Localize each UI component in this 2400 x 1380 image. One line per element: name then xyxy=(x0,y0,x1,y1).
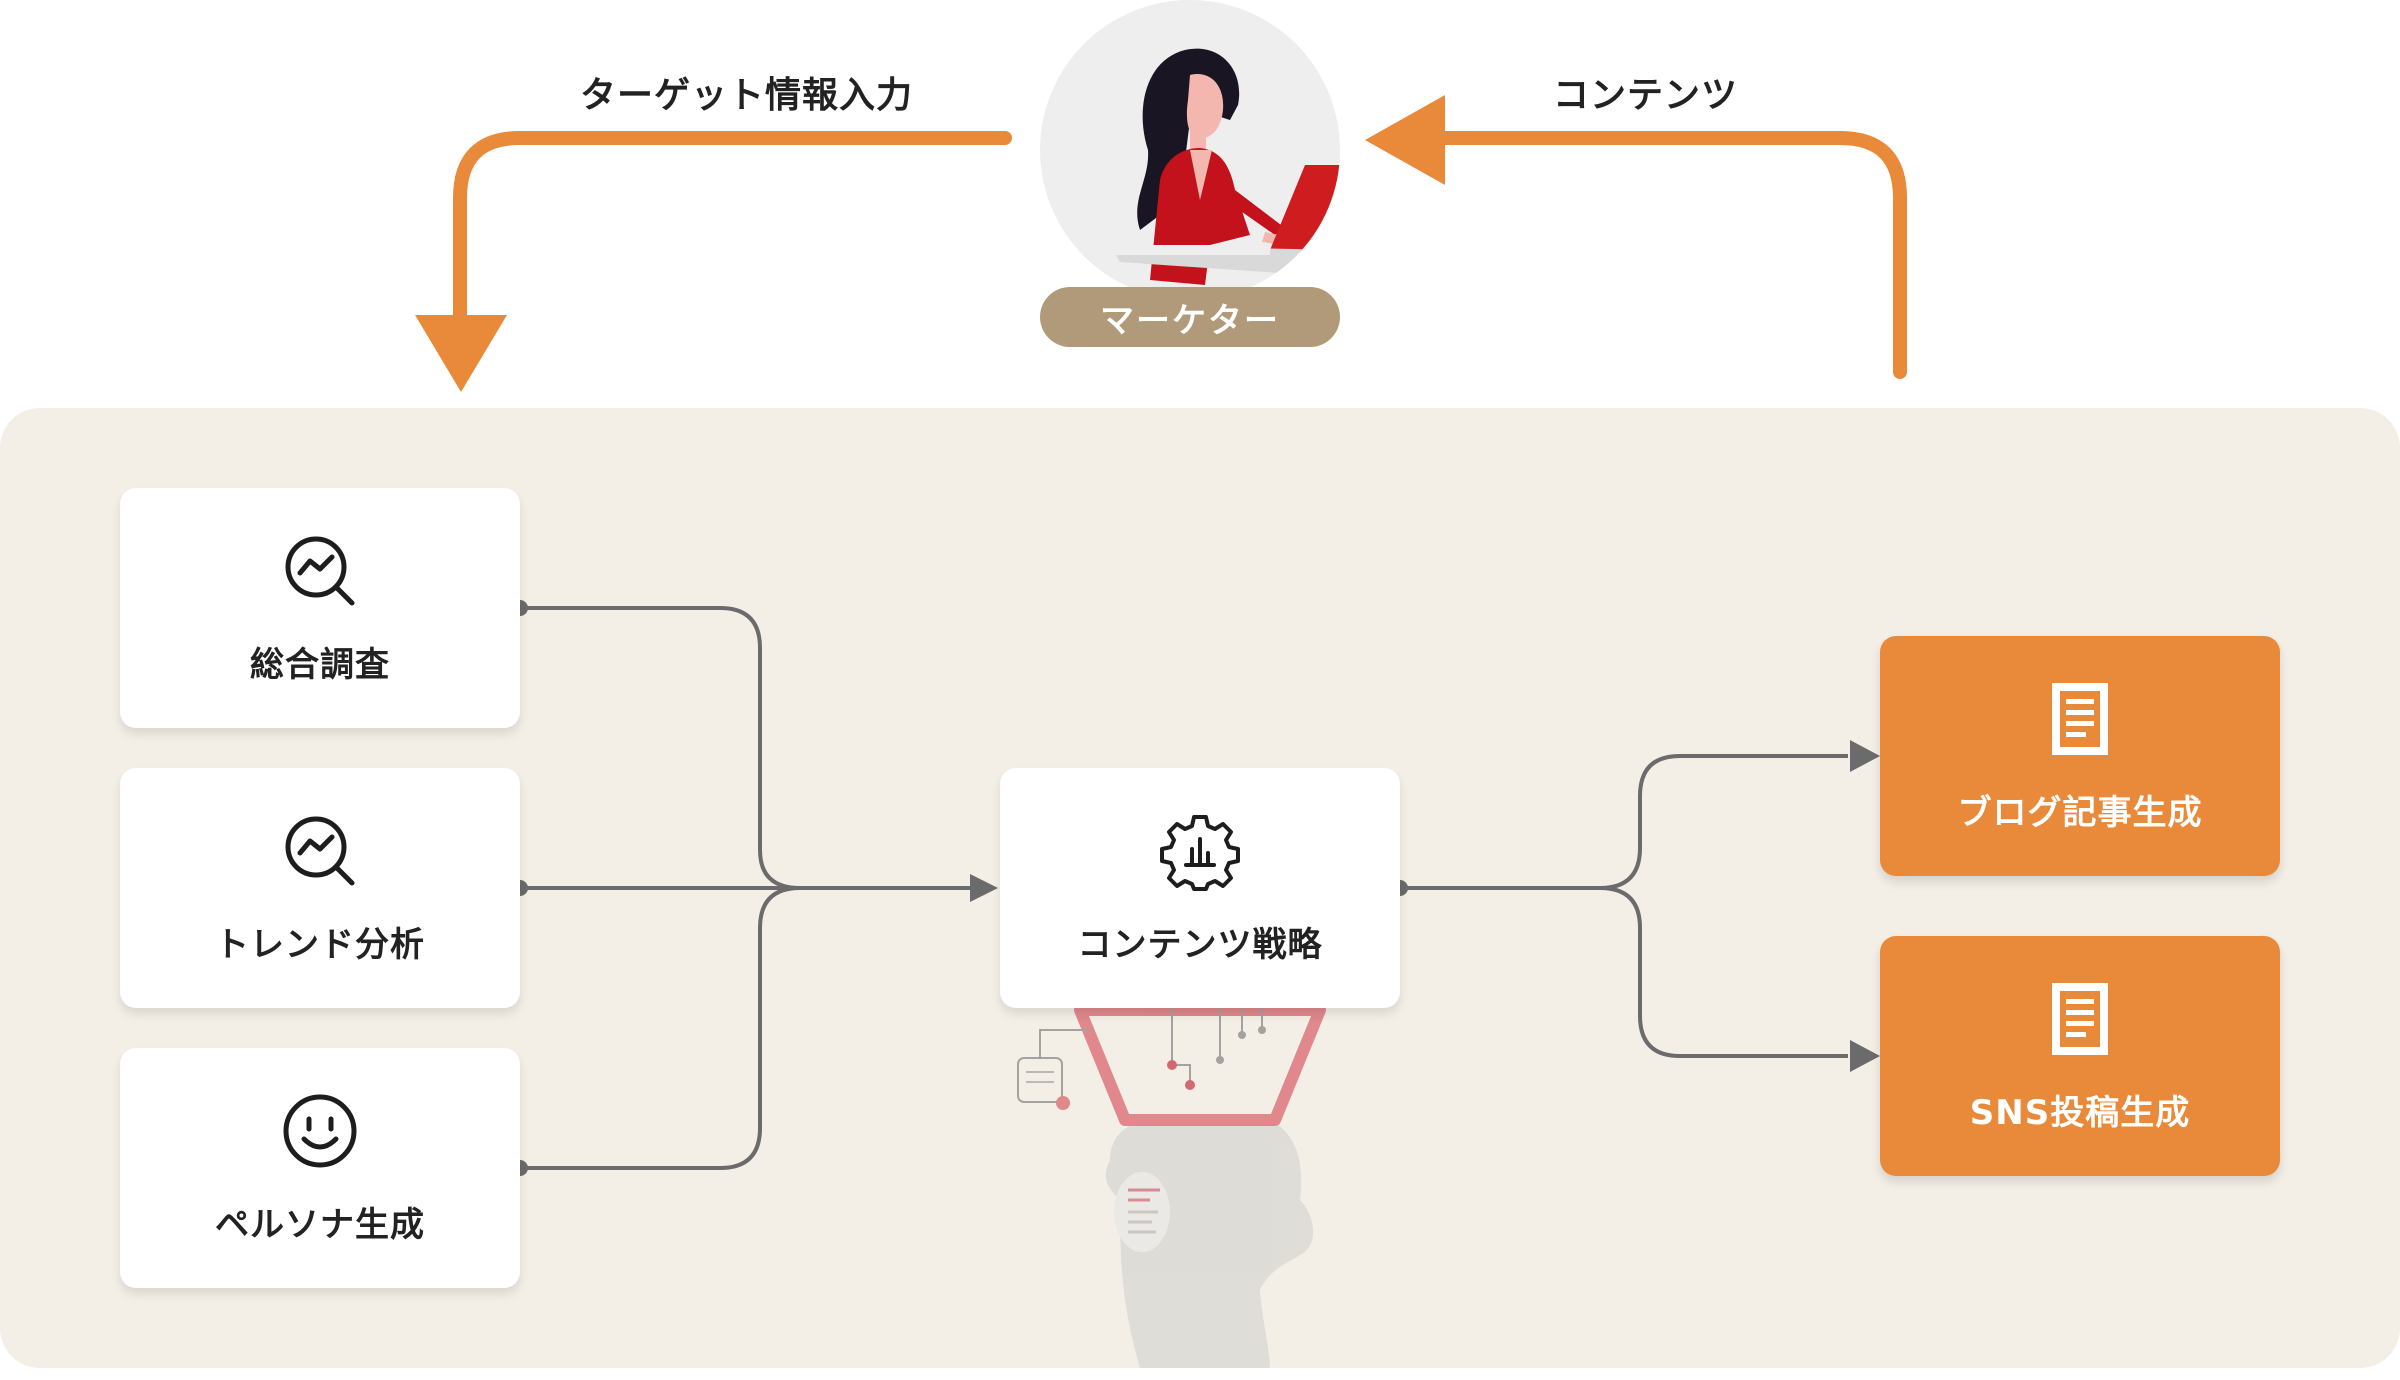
card-content-strategy[interactable]: コンテンツ戦略 xyxy=(1000,768,1400,1008)
connector-survey xyxy=(520,606,801,890)
document-icon xyxy=(2052,682,2108,755)
trend-search-icon xyxy=(285,536,355,605)
role-badge: マーケター xyxy=(1040,287,1340,347)
trend-search-icon xyxy=(285,816,355,885)
marketer-illustration xyxy=(1110,48,1340,285)
brain-head-illustration xyxy=(1017,1004,1326,1368)
output-flow-arrowhead xyxy=(1365,95,1445,185)
smiley-icon xyxy=(283,1094,357,1167)
strategy-arrowhead xyxy=(970,874,998,902)
card-label: ペルソナ生成 xyxy=(215,1204,425,1245)
card-general-research[interactable]: 総合調査 xyxy=(120,488,520,728)
connector-persona xyxy=(520,886,801,1170)
output-flow-label: コンテンツ xyxy=(1553,75,1739,116)
card-trend-analysis[interactable]: トレンド分析 xyxy=(120,768,520,1008)
input-flow-arrowhead xyxy=(415,315,507,392)
input-flow-label: ターゲット情報入力 xyxy=(580,75,914,116)
blog-arrowhead xyxy=(1850,740,1880,772)
card-blog-generation[interactable]: ブログ記事生成 xyxy=(1880,636,2280,876)
card-label: SNS投稿生成 xyxy=(1969,1092,2191,1133)
sns-arrowhead xyxy=(1850,1040,1880,1072)
card-label: ブログ記事生成 xyxy=(1957,792,2203,833)
document-icon xyxy=(2052,982,2108,1055)
card-persona-generation[interactable]: ペルソナ生成 xyxy=(120,1048,520,1288)
card-label: 総合調査 xyxy=(250,644,390,685)
input-flow-arrow xyxy=(453,131,1012,332)
marketer-avatar xyxy=(1040,0,1340,300)
card-sns-generation[interactable]: SNS投稿生成 xyxy=(1880,936,2280,1176)
connector-sns xyxy=(1400,886,1848,1058)
card-label: トレンド分析 xyxy=(215,924,425,965)
gear-icon xyxy=(1160,814,1240,891)
connector-blog xyxy=(1400,754,1848,890)
card-label: コンテンツ戦略 xyxy=(1077,924,1323,965)
output-flow-arrow xyxy=(1423,131,1907,379)
